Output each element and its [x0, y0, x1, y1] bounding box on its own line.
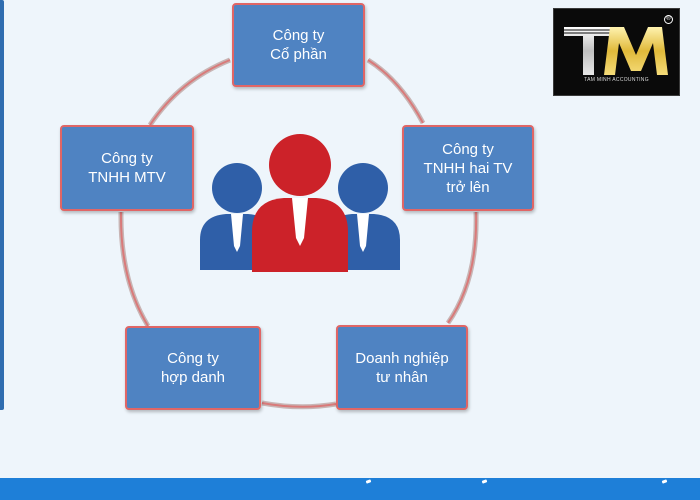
node-line: Công ty: [442, 140, 494, 158]
logo-text: TAM MINH ACCOUNTING: [584, 77, 649, 83]
node-line: hợp danh: [160, 369, 226, 386]
node-single-member-llc: Công ty TNHH MTV: [60, 125, 194, 211]
node-line: TNHH hai TV: [423, 159, 513, 177]
node-llc-two-members: Công ty TNHH hai TV trở lên: [402, 125, 534, 211]
person-center-icon: [252, 134, 348, 272]
node-line: Công ty: [101, 150, 153, 167]
node-line: Công ty: [167, 350, 219, 367]
people-group-icon: [200, 134, 400, 272]
connector-top-right: [366, 57, 426, 125]
node-private-enterprise: Doanh nghiệp tư nhân: [336, 325, 468, 410]
node-joint-stock-company: Công ty Cổ phần: [232, 3, 365, 87]
tam-minh-logo: ® TAM MINH ACCOUNTING: [553, 8, 680, 96]
node-line: Doanh nghiệp: [355, 349, 449, 367]
connector-left-top: [147, 57, 231, 127]
node-line: Cổ phần: [270, 46, 327, 63]
bottom-banner-marks: [0, 479, 700, 488]
node-line: TNHH MTV: [88, 169, 166, 186]
node-line: Công ty: [272, 27, 325, 44]
node-line: trở lên: [446, 178, 490, 196]
registered-mark: ®: [664, 15, 673, 24]
left-accent-strip: [0, 0, 4, 410]
node-line: tư nhân: [376, 368, 428, 386]
tm-monogram-icon: [564, 27, 668, 75]
bottom-banner: [0, 478, 700, 500]
node-partnership-company: Công ty hợp danh: [125, 326, 261, 410]
